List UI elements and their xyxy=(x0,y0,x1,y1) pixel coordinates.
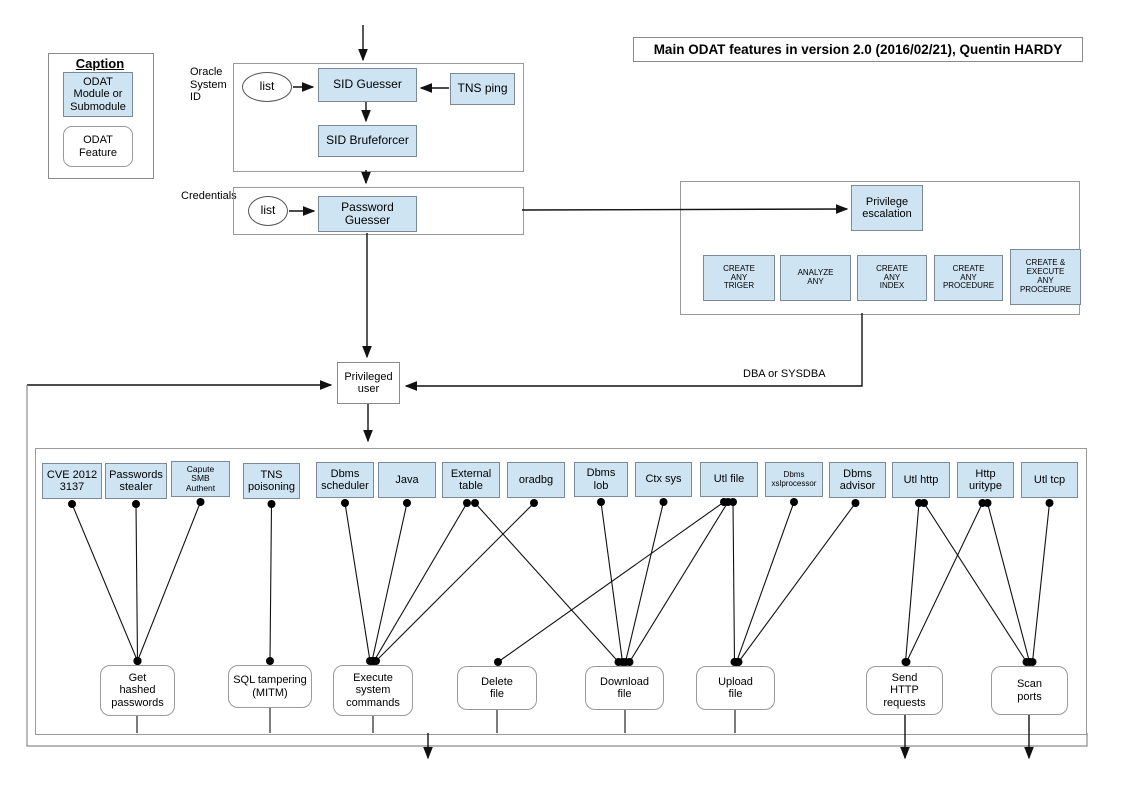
privilege-box-0: CREATE ANY TRIGER xyxy=(703,255,775,301)
feature-box-upload-file: Upload file xyxy=(696,666,775,710)
feature-box-get-hashed-passwords: Get hashed passwords xyxy=(100,665,175,716)
feature-box-sql-tampering: SQL tampering (MITM) xyxy=(228,665,312,708)
module-box-dbms-xslprocessor: Dbms xslprocessor xyxy=(765,462,823,497)
sid-guesser-box: SID Guesser xyxy=(318,68,417,102)
module-box-utl-http: Utl http xyxy=(892,462,950,498)
caption-feature-swatch: ODAT Feature xyxy=(63,126,133,167)
module-box-capute-smb-authent: Capute SMB Authent xyxy=(171,461,230,497)
dba-sysdba-label: DBA or SYSDBA xyxy=(743,368,826,380)
module-box-http-uritype: Http uritype xyxy=(957,462,1014,498)
feature-box-send-http-requests: Send HTTP requests xyxy=(866,666,943,715)
module-box-dbms-scheduler: Dbms scheduler xyxy=(316,462,374,498)
module-box-utl-tcp: Utl tcp xyxy=(1021,462,1078,498)
privilege-box-3: CREATE ANY PROCEDURE xyxy=(934,255,1003,301)
privileged-user-box: Privileged user xyxy=(337,362,400,404)
feature-box-delete-file: Delete file xyxy=(457,666,537,710)
tns-ping-box: TNS ping xyxy=(450,73,515,105)
privilege-escalation-group xyxy=(680,181,1080,315)
module-box-oradbg: oradbg xyxy=(507,462,565,498)
password-guesser-box: Password Guesser xyxy=(318,196,417,232)
feature-box-execute-system-commands: Execute system commands xyxy=(333,665,413,716)
module-box-java: Java xyxy=(378,462,436,498)
diagram-title: Main ODAT features in version 2.0 (2016/… xyxy=(633,37,1083,62)
module-box-dbms-lob: Dbms lob xyxy=(574,462,628,497)
feature-box-download-file: Download file xyxy=(585,666,664,710)
module-box-external-table: External table xyxy=(442,462,500,498)
caption-module-swatch: ODAT Module or Submodule xyxy=(63,72,133,117)
credentials-group xyxy=(233,187,524,235)
privilege-box-1: ANALYZE ANY xyxy=(780,255,851,301)
oracle-system-id-group xyxy=(233,63,524,172)
caption-title: Caption xyxy=(75,56,125,71)
list-input-node-password: list xyxy=(248,196,288,226)
sid-brufeforcer-box: SID Brufeforcer xyxy=(318,125,417,157)
module-box-tns-poisoning: TNS poisoning xyxy=(243,463,300,499)
feature-box-scan-ports: Scan ports xyxy=(991,666,1068,715)
oracle-system-id-label: Oracle System ID xyxy=(190,66,227,104)
module-box-passwords-stealer: Passwords stealer xyxy=(105,463,167,499)
credentials-label: Credentials xyxy=(181,190,237,202)
module-box-dbms-advisor: Dbms advisor xyxy=(829,462,886,498)
list-input-node-sid: list xyxy=(242,72,292,102)
privilege-escalation-box: Privilege escalation xyxy=(851,185,923,231)
privilege-box-4: CREATE & EXECUTE ANY PROCEDURE xyxy=(1010,249,1081,305)
module-box-cve-2012-3137: CVE 2012 3137 xyxy=(42,463,102,499)
module-box-utl-file: Utl file xyxy=(700,462,758,497)
privilege-box-2: CREATE ANY INDEX xyxy=(857,255,927,301)
caption-panel xyxy=(48,53,154,179)
module-box-ctx-sys: Ctx sys xyxy=(635,462,692,497)
